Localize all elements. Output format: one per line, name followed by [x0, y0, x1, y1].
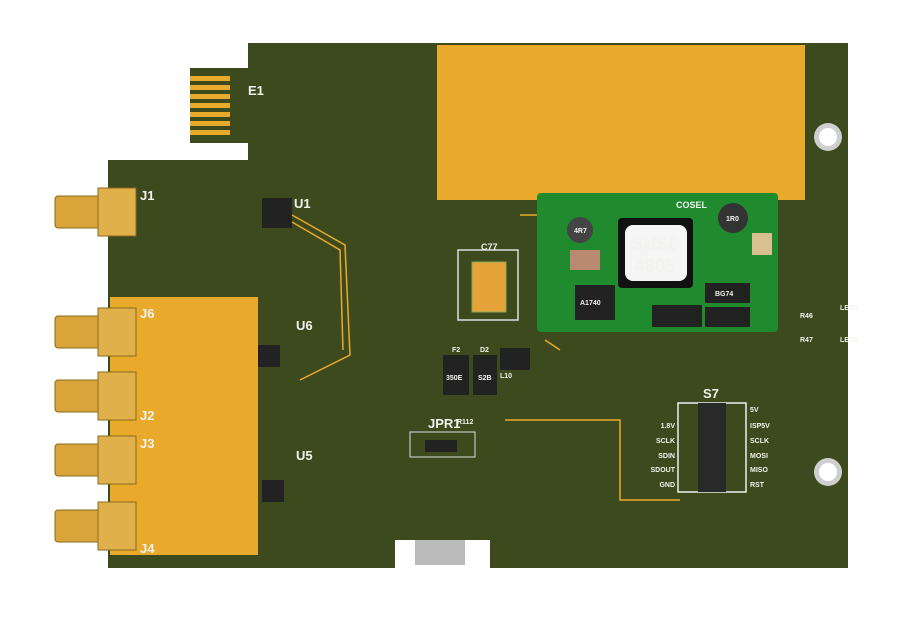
module-model-line1: SUS6: [631, 234, 678, 254]
label-s7: S7: [703, 386, 719, 401]
svg-text:SCLK: SCLK: [656, 438, 675, 445]
svg-text:SCLK: SCLK: [750, 438, 769, 445]
module-model-line2: 4805: [635, 256, 675, 276]
label-e1: E1: [248, 83, 264, 98]
svg-text:ISP5V: ISP5V: [750, 423, 770, 430]
inductor-marking: 4R7: [574, 228, 587, 235]
label-u1: U1: [294, 196, 311, 211]
svg-text:MOSI: MOSI: [750, 453, 768, 460]
svg-text:1.8V: 1.8V: [661, 423, 676, 430]
label-r112: R112: [457, 419, 473, 426]
mounting-hole: [814, 458, 842, 486]
usb-connector: [415, 540, 465, 565]
ground-pour-top: [437, 45, 805, 200]
label-u6: U6: [296, 318, 313, 333]
label-l10: L10: [500, 373, 512, 380]
sma-connectors: [54, 187, 137, 551]
svg-text:SDIN: SDIN: [658, 453, 675, 460]
label-j6: J6: [140, 306, 154, 321]
jumper-jpr1[interactable]: [425, 440, 457, 452]
ic-marking: A1740: [580, 300, 601, 307]
diode-d2: [473, 355, 497, 395]
capacitor-c77: [471, 261, 507, 313]
svg-text:MISO: MISO: [750, 467, 768, 474]
inductor-marking: 1R0: [726, 216, 739, 223]
fuse-f2: [443, 355, 469, 395]
svg-text:RST: RST: [750, 482, 765, 489]
svg-text:SDOUT: SDOUT: [651, 467, 676, 474]
traces: [291, 214, 680, 501]
svg-text:5V: 5V: [750, 407, 759, 414]
label-j4: J4: [140, 541, 155, 556]
label-jpr1: JPR1: [428, 416, 461, 431]
label-r47: R47: [800, 337, 813, 344]
diode-marking: S2B: [478, 375, 492, 382]
label-f2: F2: [452, 347, 460, 354]
ic-u6: [258, 345, 280, 367]
label-u5: U5: [296, 448, 313, 463]
svg-text:GND: GND: [659, 482, 675, 489]
mounting-hole: [814, 123, 842, 151]
label-r46: R46: [800, 313, 813, 320]
label-j2: J2: [140, 408, 154, 423]
s7-left-labels: 1.8V SCLK SDIN SDOUT GND: [651, 423, 676, 489]
module-brand: COSEL: [676, 200, 708, 210]
label-j3: J3: [140, 436, 154, 451]
ic-u5: [262, 480, 284, 502]
s7-right-labels: 5V ISP5V SCLK MOSI MISO RST: [750, 407, 770, 489]
label-led4: LED4: [840, 337, 858, 344]
pin-header-s7[interactable]: [698, 403, 726, 492]
ic-marking: BG74: [715, 291, 733, 298]
label-c77: C77: [481, 242, 498, 252]
label-j1: J1: [140, 188, 154, 203]
ic-u1: [262, 198, 292, 228]
label-led3: LED3: [840, 305, 858, 312]
fuse-marking: 350E: [446, 375, 463, 382]
edge-connector-fingers: [190, 76, 230, 135]
label-d2: D2: [480, 347, 489, 354]
